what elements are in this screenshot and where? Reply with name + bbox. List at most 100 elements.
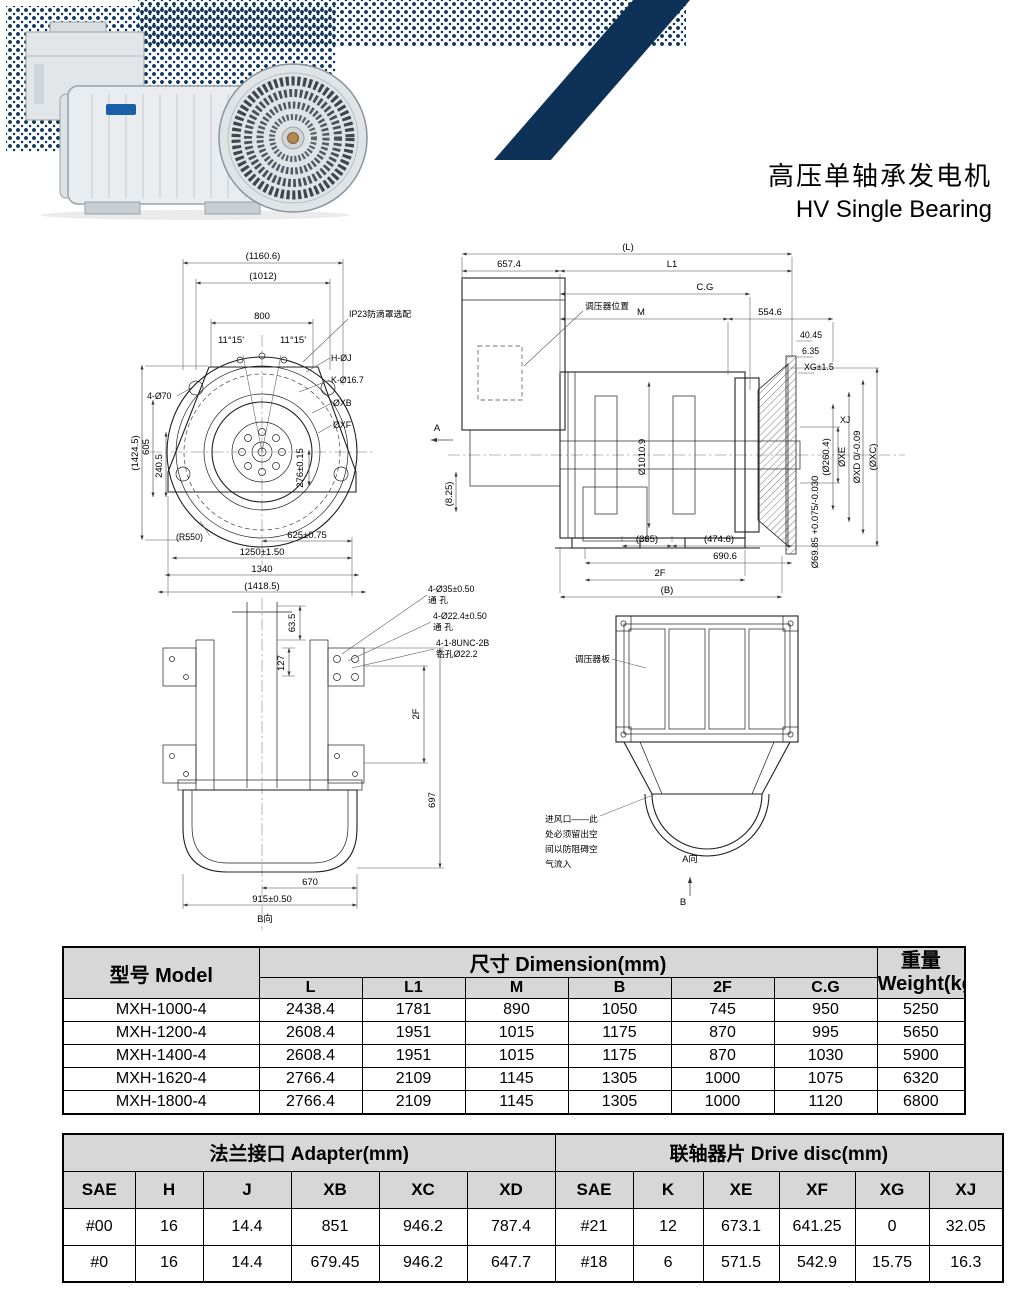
cell: 995 xyxy=(773,1021,878,1045)
table-row: MXH-1200-4 2608.4 1951 1015 1175 870 995… xyxy=(62,1021,966,1045)
angle-label: 11°15' xyxy=(218,335,244,346)
cell: 5250 xyxy=(876,998,966,1022)
cell: 890 xyxy=(464,998,569,1022)
cell: 641.25 xyxy=(778,1207,856,1246)
column-header: L xyxy=(258,977,363,999)
cell: 1000 xyxy=(670,1090,775,1114)
dim-label: 800 xyxy=(254,311,270,322)
page-title-cn: 高压单轴承发电机 xyxy=(767,161,992,191)
cell: 1951 xyxy=(361,1044,466,1068)
column-header: K xyxy=(632,1170,704,1209)
dim-label: (1418.5) xyxy=(244,581,279,592)
cell: 851 xyxy=(290,1207,380,1246)
dim-label: 276±0.15 xyxy=(295,448,306,488)
table-row: MXH-1400-4 2608.4 1951 1015 1175 870 103… xyxy=(62,1044,966,1068)
cell: 787.4 xyxy=(466,1207,556,1246)
air-inlet-note: 间以防阻碍空 xyxy=(545,843,598,854)
dim-label: 625±0.75 xyxy=(287,530,327,541)
cell: 2109 xyxy=(361,1067,466,1091)
cell: 647.7 xyxy=(466,1244,556,1283)
table-row: #0 16 14.4 679.45 946.2 647.7 #18 6 571.… xyxy=(62,1244,1004,1283)
cell: 1305 xyxy=(567,1090,672,1114)
cell: #0 xyxy=(62,1244,136,1283)
cell: 6800 xyxy=(876,1090,966,1114)
dim-label: 915±0.50 xyxy=(252,894,292,905)
cell: 1175 xyxy=(567,1044,672,1068)
dim-label: XG±1.5 xyxy=(804,362,834,372)
air-inlet-note: 处必须留出空 xyxy=(545,828,598,839)
weight-column-header: 重量 Weight(kg) xyxy=(876,946,966,999)
dim-label: 40.45 xyxy=(800,330,822,340)
dim-label: 1250±1.50 xyxy=(240,547,285,558)
hole-note: 通 孔 xyxy=(433,622,453,632)
adapter-drive-table: 法兰接口 Adapter(mm) 联轴器片 Drive disc(mm) SAE… xyxy=(62,1133,1005,1283)
dim-label: (365) xyxy=(636,534,658,545)
column-header: B xyxy=(567,977,672,999)
generator-photo xyxy=(25,21,368,220)
column-header: 2F xyxy=(670,977,775,999)
cell: 6 xyxy=(632,1244,704,1283)
regulator-plate-note: 调压器板 xyxy=(575,653,610,664)
table-header-row: 型号 Model 尺寸 Dimension(mm) 重量 Weight(kg) xyxy=(62,946,966,999)
cell: 745 xyxy=(670,998,775,1022)
cell: 12 xyxy=(632,1207,704,1246)
hole-label: K-Ø16.7 xyxy=(331,375,364,385)
cell: 571.5 xyxy=(702,1244,780,1283)
arrow-b-label: B xyxy=(680,897,686,908)
cell: #00 xyxy=(62,1207,136,1246)
cell: 1305 xyxy=(567,1067,672,1091)
section-a-label: A xyxy=(434,423,441,434)
cell: 946.2 xyxy=(378,1207,468,1246)
cell: 6320 xyxy=(876,1067,966,1091)
cell-model: MXH-1200-4 xyxy=(62,1021,260,1045)
view-b-label: B向 xyxy=(257,913,273,925)
column-header: SAE xyxy=(554,1170,634,1209)
dim-label: (L) xyxy=(622,242,634,253)
column-header: SAE xyxy=(62,1170,136,1209)
technical-drawings: (1160.6) (1012) 800 IP23防滴罩选配 11°15' 11°… xyxy=(130,242,905,930)
dim-label: 605 xyxy=(141,439,152,455)
dim-label: (B) xyxy=(661,585,674,596)
column-header: XE xyxy=(702,1170,780,1209)
regulator-note: 调压器位置 xyxy=(585,300,629,311)
dim-label: (1012) xyxy=(249,271,276,282)
dim-label: Ø1010.9 xyxy=(637,439,648,475)
column-header: XG xyxy=(854,1170,930,1209)
cell: 1781 xyxy=(361,998,466,1022)
dimension-table: 型号 Model 尺寸 Dimension(mm) 重量 Weight(kg) … xyxy=(62,946,967,1115)
cell: #18 xyxy=(554,1244,634,1283)
weight-header-cn: 重量 xyxy=(900,950,941,972)
table-row: #00 16 14.4 851 946.2 787.4 #21 12 673.1… xyxy=(62,1207,1004,1246)
cell: 1145 xyxy=(464,1067,569,1091)
cell-model: MXH-1620-4 xyxy=(62,1067,260,1091)
cell: 946.2 xyxy=(378,1244,468,1283)
column-header: XB xyxy=(290,1170,380,1209)
table-row: MXH-1800-4 2766.4 2109 1145 1305 1000 11… xyxy=(62,1090,966,1114)
dim-label: (Ø260.4) xyxy=(821,438,832,476)
cell: 32.05 xyxy=(928,1207,1004,1246)
dim-label: 657.4 xyxy=(497,259,521,270)
cell: 0 xyxy=(854,1207,930,1246)
dim-label: 690.6 xyxy=(713,551,737,562)
dim-label: 127 xyxy=(276,655,287,671)
cell: 1075 xyxy=(773,1067,878,1091)
cell: 16.3 xyxy=(928,1244,1004,1283)
table-row: MXH-1620-4 2766.4 2109 1145 1305 1000 10… xyxy=(62,1067,966,1091)
dim-label: 2F xyxy=(411,708,422,719)
page-title-en: HV Single Bearing xyxy=(795,195,992,223)
hole-note: 4-Ø35±0.50 xyxy=(428,584,475,594)
rear-view-drawing: 调压器板 进风口——此 处必须留出空 间以防阻碍空 气流入 A向 B xyxy=(545,615,799,908)
column-header: XJ xyxy=(928,1170,1004,1209)
cell: 870 xyxy=(670,1044,775,1068)
column-header: H xyxy=(134,1170,204,1209)
cell: 542.9 xyxy=(778,1244,856,1283)
view-a-label: A向 xyxy=(682,853,698,865)
cell-model: MXH-1000-4 xyxy=(62,998,260,1022)
model-column-header: 型号 Model xyxy=(62,946,260,999)
angle-label: 11°15' xyxy=(280,335,306,346)
column-header: XF xyxy=(778,1170,856,1209)
cell: 673.1 xyxy=(702,1207,780,1246)
cell-model: MXH-1800-4 xyxy=(62,1090,260,1114)
dimension-header: 尺寸 Dimension(mm) xyxy=(258,946,878,978)
cell: 1175 xyxy=(567,1021,672,1045)
